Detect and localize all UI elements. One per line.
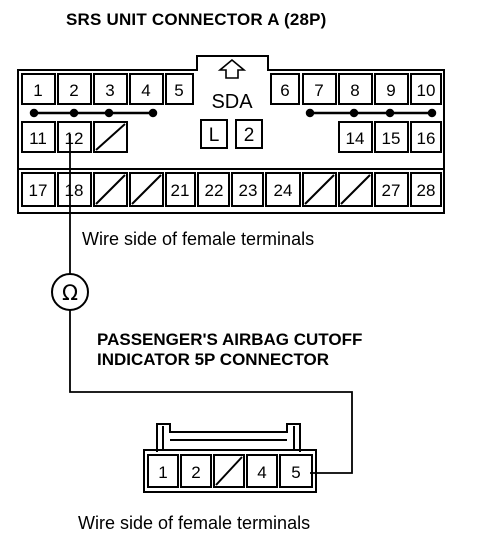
pin-label: 18 xyxy=(65,181,84,200)
pin-label: 22 xyxy=(205,181,224,200)
pin-label: 6 xyxy=(280,81,289,100)
pin-label: 11 xyxy=(29,129,47,148)
pin-label: 14 xyxy=(346,129,365,148)
pin-label: 23 xyxy=(239,181,258,200)
connector-a-caption: Wire side of female terminals xyxy=(82,229,315,249)
pin-label: 15 xyxy=(382,129,401,148)
connector-b-title-line2: INDICATOR 5P CONNECTOR xyxy=(97,350,330,369)
ohm-symbol: Ω xyxy=(62,281,78,305)
pin-label: 2 xyxy=(191,463,200,482)
ohmmeter-icon: Ω xyxy=(51,273,89,311)
connector-a-title: SRS UNIT CONNECTOR A (28P) xyxy=(66,10,327,29)
connector-b-caption: Wire side of female terminals xyxy=(78,513,311,533)
pin-label: 17 xyxy=(29,181,48,200)
shorting-bar-left xyxy=(29,108,158,118)
test-lead-wire xyxy=(69,134,353,474)
sda-label: SDA xyxy=(211,91,253,113)
center-box-label: L xyxy=(209,125,220,146)
connector-b-pin-labels: 1 2 4 5 xyxy=(158,463,300,482)
connector-a-body xyxy=(17,55,445,214)
pin-label: 1 xyxy=(158,463,167,482)
pin-label: 10 xyxy=(417,81,436,100)
pin-label: 12 xyxy=(65,129,84,148)
pin-label: 7 xyxy=(314,81,323,100)
connector-a-pin-labels: 1 2 3 4 5 6 7 8 9 10 11 12 14 15 16 17 1… xyxy=(29,81,436,200)
pin-label: 16 xyxy=(417,129,436,148)
pin-label: 28 xyxy=(417,181,436,200)
pin-label: 21 xyxy=(171,181,190,200)
pin-label: 9 xyxy=(386,81,395,100)
center-box-label: 2 xyxy=(244,125,255,146)
connector-b-title: PASSENGER'S AIRBAG CUTOFF INDICATOR 5P C… xyxy=(97,330,362,370)
pin-label: 8 xyxy=(350,81,359,100)
pin-label: 1 xyxy=(33,81,42,100)
connector-b-body xyxy=(143,423,317,493)
pin-label: 27 xyxy=(382,181,401,200)
connector-b-title-line1: PASSENGER'S AIRBAG CUTOFF xyxy=(97,330,363,349)
pin-label: 4 xyxy=(141,81,150,100)
pin-label: 2 xyxy=(69,81,78,100)
pin-label: 5 xyxy=(291,463,300,482)
pin-label: 4 xyxy=(257,463,266,482)
pin-label: 5 xyxy=(174,81,183,100)
pin-label: 3 xyxy=(105,81,114,100)
shorting-bar-right xyxy=(305,108,437,118)
pin-label: 24 xyxy=(274,181,293,200)
